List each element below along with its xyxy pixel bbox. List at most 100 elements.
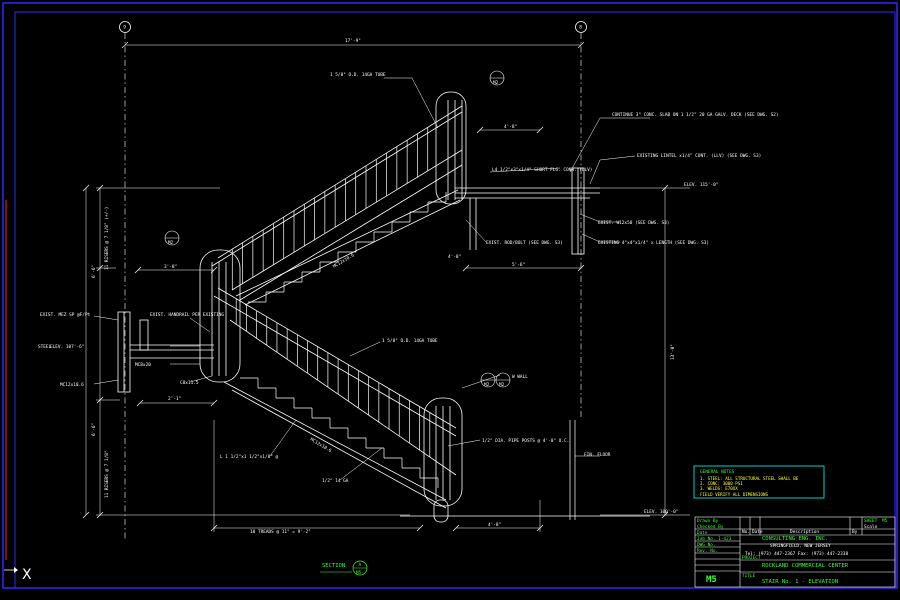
section-ref-4-text: M2 — [499, 382, 505, 388]
callout-rail-top: 1 5/8" O.D. 14GA TUBE — [330, 72, 386, 78]
notes-line1: 1. STEEL: ALL STRUCTURAL STEEL SHALL BE — [700, 476, 799, 481]
tb-sheet-no: M5 — [706, 575, 717, 585]
callout-exist-w: EXISTING 4"x4"x1/4" x LENGTH (SEE DWG. S… — [598, 240, 709, 246]
dim-tick — [661, 184, 669, 192]
dim-bottom-right: 4'-8" — [488, 522, 501, 528]
upper-flight-steps — [248, 192, 447, 303]
tb-rev-no: Rev. No. — [697, 548, 718, 554]
callout-beam-top: CONTINUE 3" CONC. SLAB ON 1 1/2" 20 GA G… — [612, 112, 779, 118]
grid-bubble-right-label: 8 — [579, 25, 582, 31]
tb-project: ROCKLAND COMMERCIAL CENTER — [762, 563, 849, 569]
lower-flight-posts — [235, 298, 431, 458]
callout-exist-grid: EXIST. W12x50 (SEE DWG. S3) — [598, 220, 669, 226]
callout-wall-tag: W WALL — [512, 374, 528, 380]
tb-firm-name: CONSULTING ENG. INC. — [762, 536, 828, 542]
callout-left-exist: EXIST. MEZ SP @F/Pt — [40, 312, 91, 318]
upper-flight-posts — [231, 127, 429, 290]
section-ref-1-text: M2 — [493, 80, 499, 86]
dim-tick — [452, 524, 460, 532]
dim-tick — [210, 524, 218, 532]
leader-lines — [93, 77, 650, 481]
elev-top-label: ELEV. 115'-0" — [684, 182, 718, 188]
dim-tick — [476, 126, 484, 134]
tb-drawn-by: Drawn By — [697, 518, 719, 524]
rev-header-by: By — [852, 529, 858, 535]
callout-left-label: MC12x10.6 — [60, 382, 84, 388]
dim-tick — [577, 264, 585, 272]
dim-overall-top-text: 17'-9" — [345, 38, 361, 44]
dim-top-landing-width: 4'-8" — [504, 124, 517, 130]
section-label: SECTION A M5 — [320, 560, 368, 576]
outer-border — [2, 2, 898, 589]
title-block — [694, 516, 896, 588]
rev-header-date: Date — [752, 529, 763, 535]
dim-tick — [96, 511, 104, 519]
callout-exist-bolt: EXIST. ROD/BOLT (SEE DWG. S3) — [486, 240, 563, 246]
dim-left-vertical-total: 6'-6" — [91, 265, 97, 278]
dim-tick — [136, 399, 144, 407]
section-label-sheet: M5 — [356, 570, 362, 576]
notes-line4: FIELD VERIFY ALL DIMENSIONS — [700, 492, 769, 497]
elev-bottom-label: ELEV. 100'-0" — [644, 509, 678, 515]
rev-header-desc: Description — [790, 529, 819, 535]
callout-existing-lintel: EXISTING LINTEL x1/4" CONT. (LLV) (SEE D… — [637, 153, 761, 159]
dim-left-vertical-lower: 11 RISERS @ 7 1/8" — [104, 450, 110, 498]
lower-flight — [213, 287, 457, 509]
top-landing-rail-end — [435, 91, 467, 205]
tb-dwg-no: DWG No. — [697, 542, 716, 548]
dim-tick — [661, 511, 669, 519]
callout-posts: 1/2" DIA. PIPE POSTS @ 4'-0" O.C. — [482, 438, 569, 444]
tb-checked-by: Checked By — [697, 524, 724, 530]
callout-bottom-plate: 1/2" 14 GA — [322, 478, 349, 484]
dim-lower-left-short: 2'-1" — [168, 396, 181, 402]
tb-firm-city: SPRINGFIELD, NEW JERSEY — [770, 543, 831, 549]
dimension-ticks — [82, 126, 669, 532]
dim-tick — [134, 266, 142, 274]
floor-line — [400, 420, 650, 520]
grid-bubble-left: 9 — [119, 21, 131, 33]
upper-flight — [211, 105, 463, 306]
dim-tick — [210, 266, 218, 274]
dim-tick — [82, 184, 90, 192]
callout-rail-mid: 1 5/8" O.D. 14GA TUBE — [382, 338, 438, 344]
section-ref-bubble-2: M2 — [164, 230, 180, 246]
ucs-icon-label: X — [22, 567, 32, 583]
tb-date: Date — [697, 530, 708, 536]
grid-bubble-right: 8 — [575, 21, 587, 33]
general-notes-box: GENERAL NOTES 1. STEEL: ALL STRUCTURAL S… — [693, 465, 825, 499]
dim-tick — [96, 264, 104, 272]
dim-tick — [416, 524, 424, 532]
elev-mid-label: ELEV. 107'-6" — [50, 344, 84, 350]
callout-mid-label: MC8x20 — [135, 362, 151, 368]
dim-tick — [82, 511, 90, 519]
dim-tick — [96, 396, 104, 404]
dim-upper-landing-small: 4'-8" — [448, 254, 461, 260]
tb-sheet-value: M5 — [882, 518, 888, 524]
dim-overall-top — [121, 41, 585, 49]
tb-project-label: PROJECT — [742, 555, 761, 561]
callout-left-conc: EXIST. HANDRAIL PER EXISTING — [150, 312, 224, 318]
dim-tick — [96, 184, 104, 192]
dim-tick — [462, 264, 470, 272]
callout-angle: L4 1/2"x3"x1/4" SHORT FLG. CONN. (LLV) — [492, 167, 592, 173]
dim-right-vertical: 13'-0" — [670, 344, 676, 360]
bottom-rail-end — [423, 397, 463, 523]
section-ref-bubble-4: M2 — [495, 372, 511, 388]
section-ref-3-text: M2 — [484, 382, 490, 388]
notes-line2: 2. CONC: 3000 PSI — [700, 481, 743, 486]
callout-left-deck: STEEL — [38, 344, 52, 350]
mid-landing-rail-end — [199, 249, 241, 383]
tb-job-no: Job No. 1-423 — [697, 536, 732, 542]
dim-tick — [536, 126, 544, 134]
tb-title-label: TITLE — [742, 573, 756, 579]
dim-landing-right: 5'-6" — [512, 262, 525, 268]
section-label-mark: A — [359, 562, 362, 568]
lower-flight-steps — [240, 377, 439, 488]
callout-floor-line: FIN. FLOOR — [584, 452, 611, 458]
tb-sheet-label: SHEET — [864, 518, 878, 524]
callout-mid-label2: C8x11.5 — [180, 380, 199, 386]
dim-left-vertical-bottom: 6'-6" — [91, 423, 97, 436]
dim-bottom-treads: 10 TREADS @ 11" = 9'-2" — [250, 529, 311, 535]
notes-line3: 3. WELDS: E70XX — [700, 486, 738, 491]
dim-tick — [536, 524, 544, 532]
